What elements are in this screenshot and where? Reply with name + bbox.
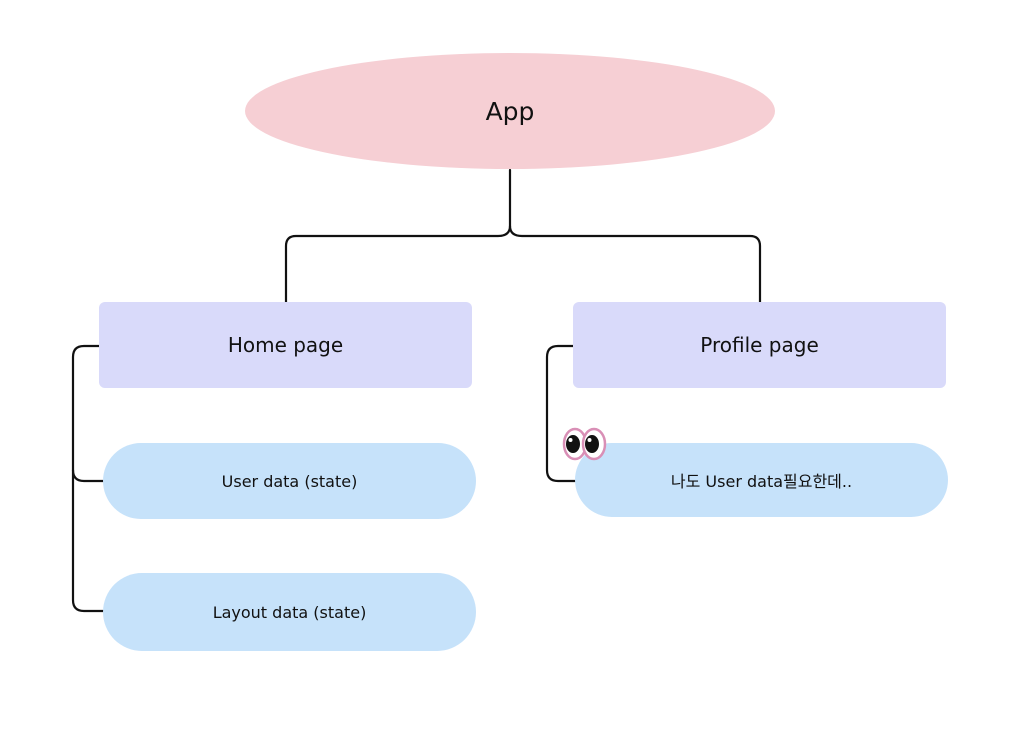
app-root-label: App (485, 96, 535, 126)
app-root-node: App (245, 53, 775, 169)
user-data-state-node: User data (state) (103, 443, 476, 519)
profile-page-node: Profile page (573, 302, 946, 388)
profile-needs-user-data-node: 나도 User data필요한데.. (575, 443, 948, 517)
eyes-emoji-icon (562, 427, 607, 461)
connector-home-to-states (71, 344, 105, 613)
profile-page-label: Profile page (700, 333, 819, 357)
profile-needs-user-data-label: 나도 User data필요한데.. (670, 472, 853, 491)
home-page-node: Home page (99, 302, 472, 388)
user-data-state-label: User data (state) (221, 471, 358, 491)
connector-profile-to-state (545, 344, 577, 483)
home-page-label: Home page (227, 333, 344, 357)
connector-app-to-pages (284, 168, 512, 304)
layout-data-state-node: Layout data (state) (103, 573, 476, 651)
connector-app-to-profile (508, 224, 762, 304)
connector-home-to-user-data (71, 468, 105, 483)
layout-data-state-label: Layout data (state) (212, 602, 367, 622)
